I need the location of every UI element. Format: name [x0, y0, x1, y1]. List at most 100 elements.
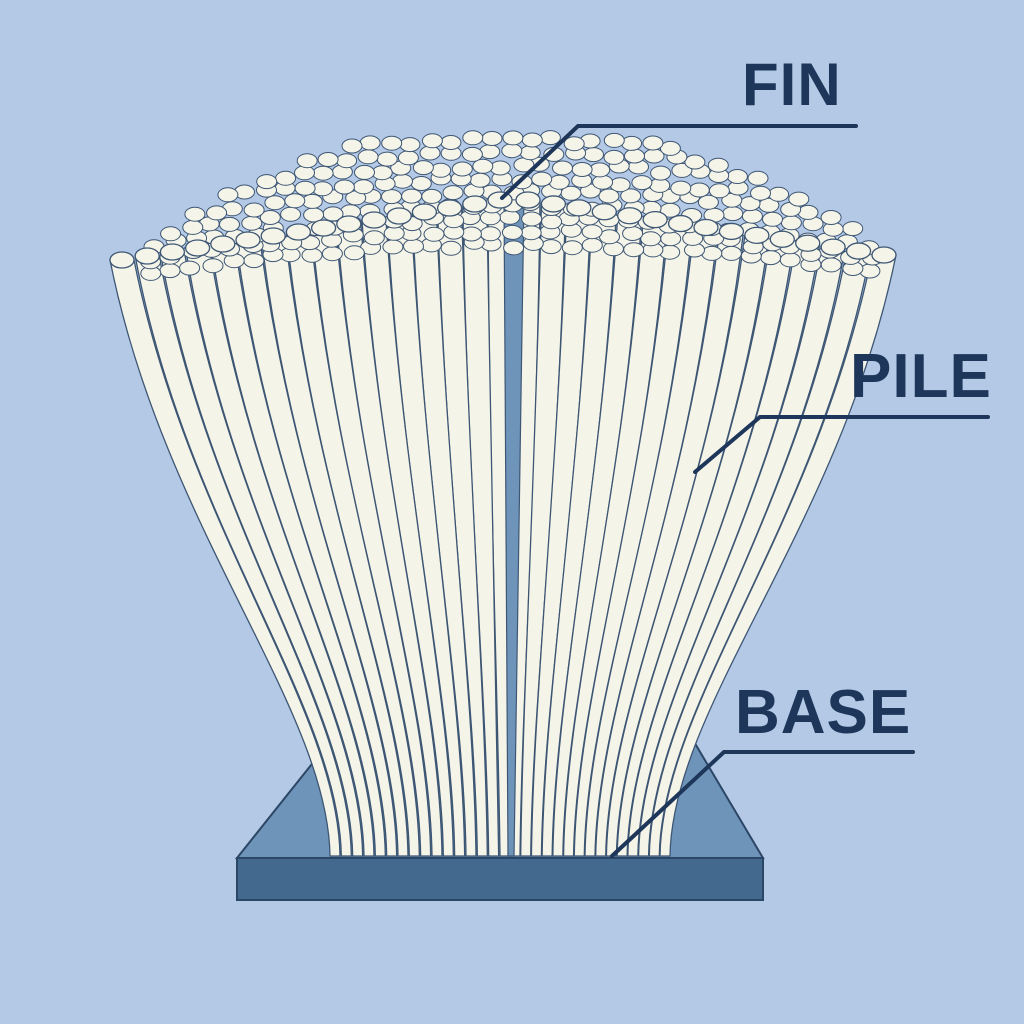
fiber-end: [859, 263, 881, 279]
fiber-end: [623, 242, 645, 258]
fiber-end: [726, 169, 748, 184]
fiber-end: [620, 188, 642, 204]
fiber-end: [184, 206, 206, 222]
fiber-end: [845, 242, 872, 260]
fiber-end: [317, 152, 339, 167]
fiber-end: [670, 180, 692, 196]
fiber-end: [256, 174, 278, 190]
fiber-end: [693, 218, 719, 237]
fiber-end: [768, 186, 790, 202]
fiber-end: [780, 215, 802, 231]
fiber-end: [469, 172, 491, 188]
fiber-end: [280, 206, 302, 222]
fiber-end: [301, 247, 323, 263]
fiber-end: [624, 148, 645, 164]
fiber-end: [436, 199, 463, 217]
fiber-end: [336, 153, 358, 169]
fiber-end: [219, 216, 240, 232]
fiber-end: [820, 210, 842, 225]
fiber-end: [184, 239, 211, 257]
fiber-end: [392, 173, 413, 189]
fiber-end: [741, 208, 763, 224]
fiber-end: [479, 144, 501, 160]
fiber-end: [581, 237, 603, 253]
fiber-end: [688, 182, 710, 198]
fiber-end: [650, 165, 672, 181]
fiber-end: [159, 263, 181, 279]
fiber-end: [264, 195, 286, 211]
fiber-end: [820, 238, 846, 256]
fiber-end: [503, 240, 525, 256]
fiber-end: [386, 207, 412, 225]
base-leader-line: [610, 750, 915, 858]
fiber-end: [539, 130, 561, 146]
fiber-end: [552, 160, 573, 176]
fiber-end: [410, 176, 432, 191]
fiber-end: [718, 222, 745, 241]
fiber-end: [660, 231, 682, 247]
fiber-end: [440, 240, 462, 256]
fiber-end: [617, 207, 643, 225]
fiber-end: [519, 145, 541, 161]
fiber-end: [515, 191, 541, 209]
fiber-end: [499, 209, 521, 225]
fiber-end: [310, 219, 337, 237]
fiber-end: [788, 191, 810, 207]
fin-leader-line: [500, 124, 858, 200]
fiber-end: [179, 260, 201, 276]
fiber-end: [842, 221, 864, 237]
pile-label: PILE: [850, 342, 992, 411]
fiber-end: [520, 225, 542, 241]
fiber-end: [521, 132, 543, 148]
fiber-end: [159, 243, 186, 261]
fiber-end: [667, 214, 694, 233]
fiber-end: [707, 157, 729, 173]
fiber-end: [353, 179, 374, 195]
fiber-end: [343, 245, 365, 261]
fiber-end: [571, 162, 593, 177]
fiber-end: [421, 188, 443, 204]
fiber-end: [609, 177, 631, 193]
fiber-end: [531, 171, 553, 187]
fiber-end: [747, 170, 769, 186]
fiber-end: [583, 147, 604, 163]
fiber-end: [697, 194, 719, 210]
fiber-end: [440, 135, 462, 150]
fiber-end: [210, 235, 236, 253]
fiber-end: [371, 165, 393, 181]
fiber-end: [361, 211, 387, 229]
fiber-end: [603, 149, 625, 165]
fiber-end: [275, 170, 297, 186]
fiber-end: [202, 258, 224, 274]
fiber-end: [462, 130, 484, 146]
fiber-end: [561, 240, 583, 256]
fiber-end: [182, 219, 204, 235]
fiber-end: [563, 136, 585, 152]
fiber-end: [259, 210, 281, 225]
pile-fiber: [109, 259, 341, 857]
fiber-end: [333, 179, 355, 195]
fiber-end: [472, 158, 494, 174]
fiber-end: [489, 160, 511, 176]
fiber-end: [684, 154, 706, 170]
fiber-end: [206, 205, 228, 221]
fiber-end: [423, 226, 445, 242]
fiber-end: [744, 226, 770, 245]
fiber-end: [521, 211, 543, 227]
fiber-end: [109, 251, 135, 269]
fiber-end: [403, 238, 424, 254]
fiber-end: [640, 231, 662, 247]
fiber-end: [341, 138, 363, 154]
fiber-end: [461, 146, 483, 162]
fiber-end: [722, 206, 744, 222]
fiber-end: [363, 230, 385, 246]
fiber-end: [401, 188, 423, 204]
fiber-end: [430, 162, 452, 178]
fiber-end: [260, 227, 286, 245]
fiber-end: [397, 150, 419, 166]
fiber-end: [359, 135, 381, 151]
fiber-end: [659, 140, 681, 156]
fiber-end: [294, 180, 316, 196]
fiber-end: [312, 165, 334, 181]
